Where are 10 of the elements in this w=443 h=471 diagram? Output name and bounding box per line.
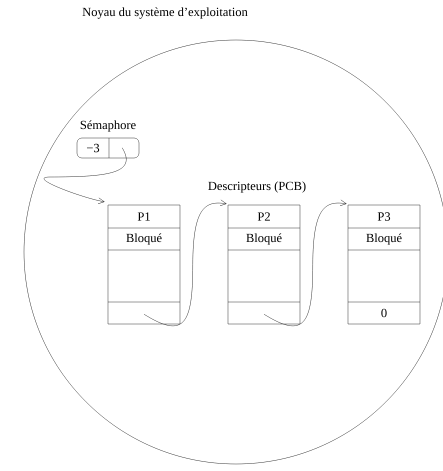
circle-title: Noyau du système d’exploitation [82, 7, 248, 19]
descriptor-table: P3 Bloqué 0 [348, 204, 420, 324]
semaphore-box: −3 [76, 138, 140, 158]
arrow [44, 148, 126, 204]
descriptor-table: P2 Bloqué [228, 204, 300, 324]
arrow [144, 200, 227, 326]
group-label: Descripteurs (PCB) [208, 181, 306, 193]
semaphore-label: Sémaphore [80, 120, 136, 132]
arrow [264, 200, 347, 326]
descriptor-table: P1 Bloqué [108, 204, 180, 324]
